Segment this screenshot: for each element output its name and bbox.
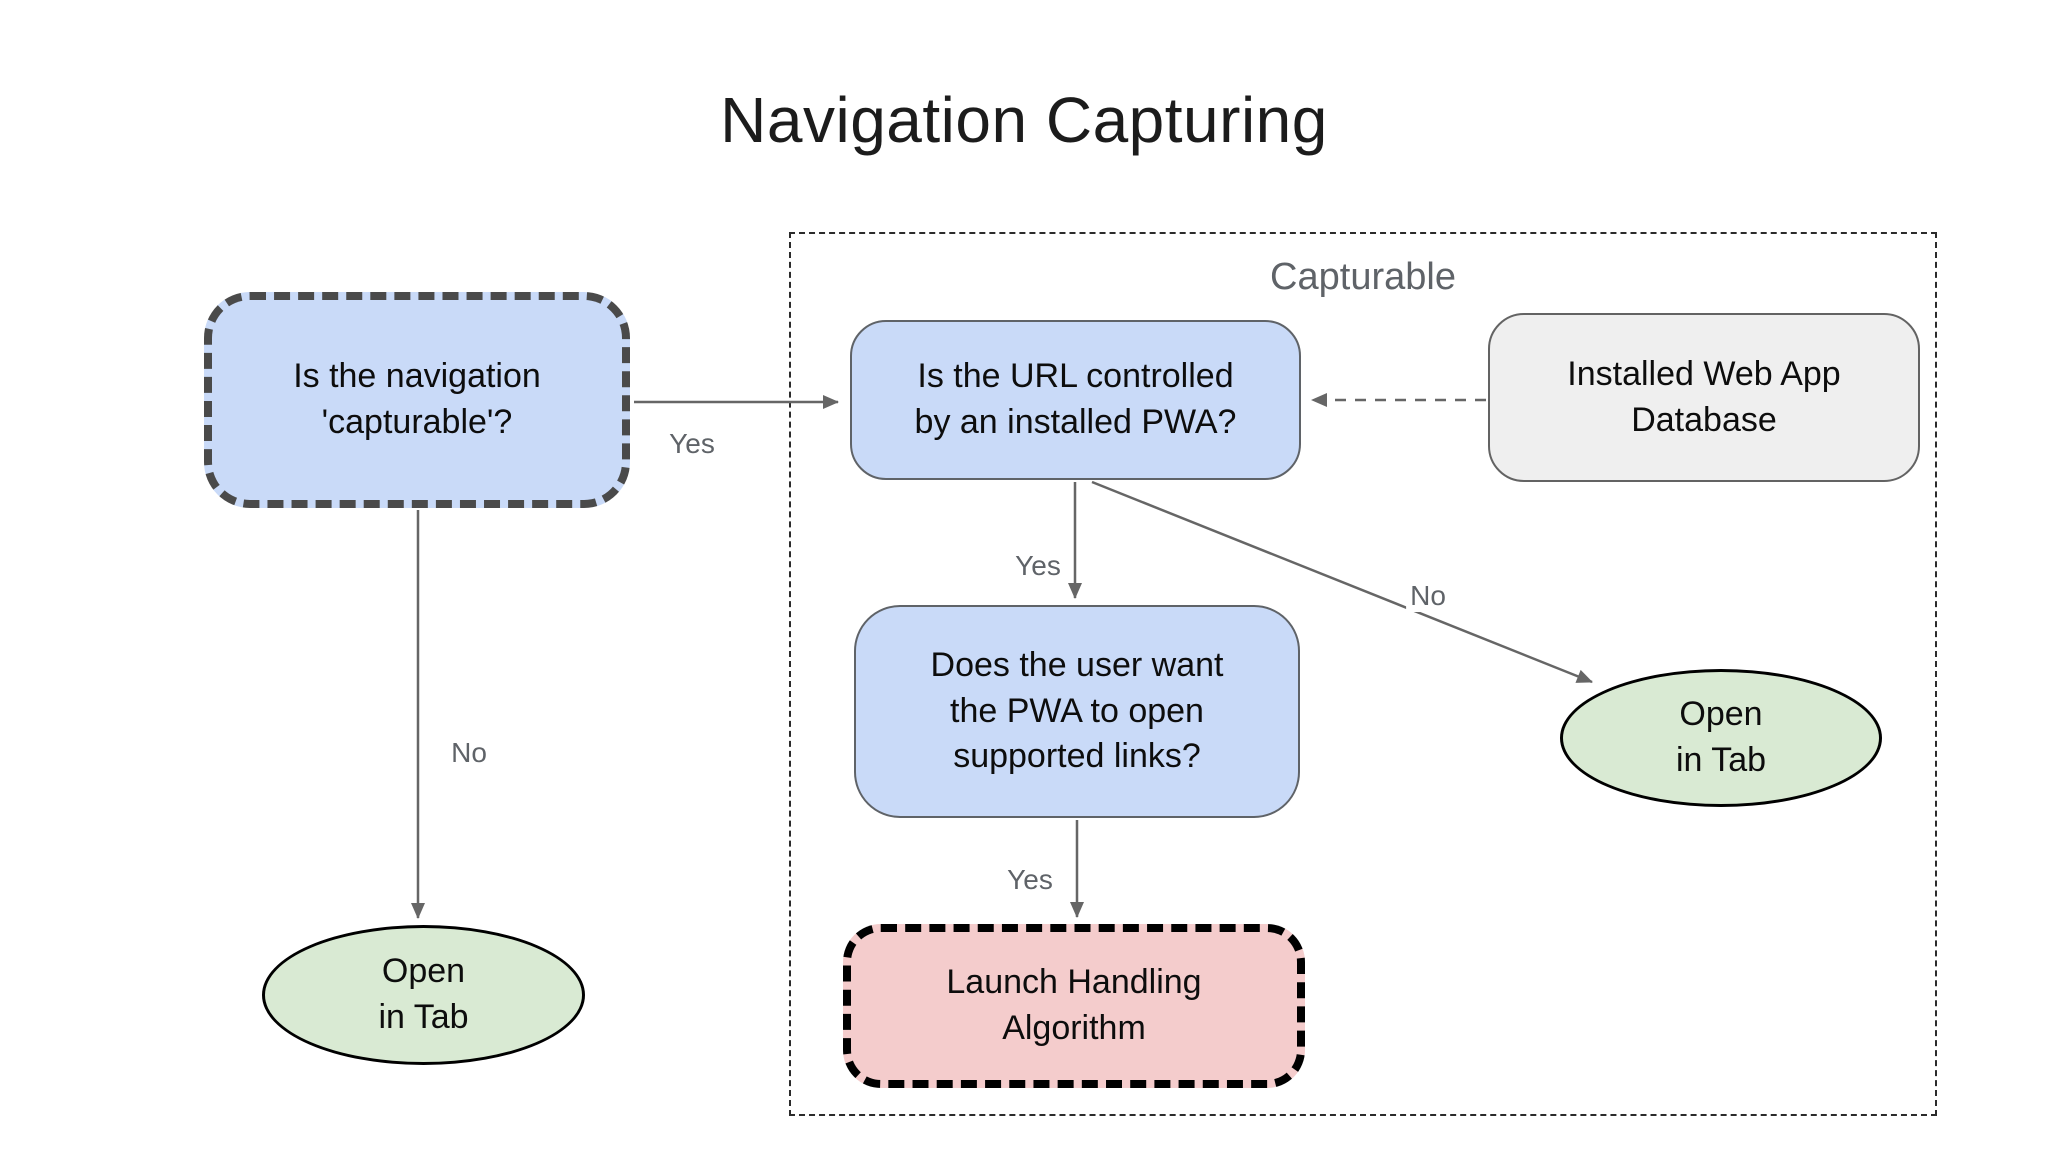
node-installed-web-app-database: Installed Web App Database — [1488, 313, 1920, 482]
capturable-group-outline — [789, 232, 1937, 1116]
node-open-in-tab-right: Open in Tab — [1560, 669, 1882, 807]
node-open-in-tab-left-label: Open in Tab — [378, 952, 469, 1036]
node-is-navigation-capturable-label: Is the navigation 'capturable'? — [293, 357, 541, 441]
node-user-want-supported-links: Does the user want the PWA to open suppo… — [854, 605, 1300, 818]
node-open-in-tab-left: Open in Tab — [262, 925, 585, 1065]
edge-label-url-no: No — [1406, 580, 1450, 612]
edge-label-capturable-yes: Yes — [665, 428, 719, 460]
edge-label-want-yes: Yes — [1003, 864, 1057, 896]
node-launch-handling-algorithm-label: Launch Handling Algorithm — [946, 963, 1202, 1047]
edge-label-url-yes: Yes — [1011, 550, 1065, 582]
node-installed-web-app-database-label: Installed Web App Database — [1567, 354, 1841, 439]
edge-label-capturable-no: No — [447, 737, 491, 769]
node-launch-handling-algorithm: Launch Handling Algorithm — [843, 924, 1305, 1088]
node-user-want-supported-links-label: Does the user want the PWA to open suppo… — [930, 646, 1224, 776]
diagram-title: Navigation Capturing — [720, 84, 1328, 156]
edge-url-no — [1091, 480, 1593, 684]
capturable-group-label: Capturable — [1270, 256, 1456, 298]
node-url-controlled-by-pwa-label: Is the URL controlled by an installed PW… — [914, 357, 1237, 441]
node-open-in-tab-right-label: Open in Tab — [1675, 695, 1767, 779]
node-url-controlled-by-pwa: Is the URL controlled by an installed PW… — [850, 320, 1301, 480]
node-is-navigation-capturable: Is the navigation 'capturable'? — [204, 292, 630, 508]
